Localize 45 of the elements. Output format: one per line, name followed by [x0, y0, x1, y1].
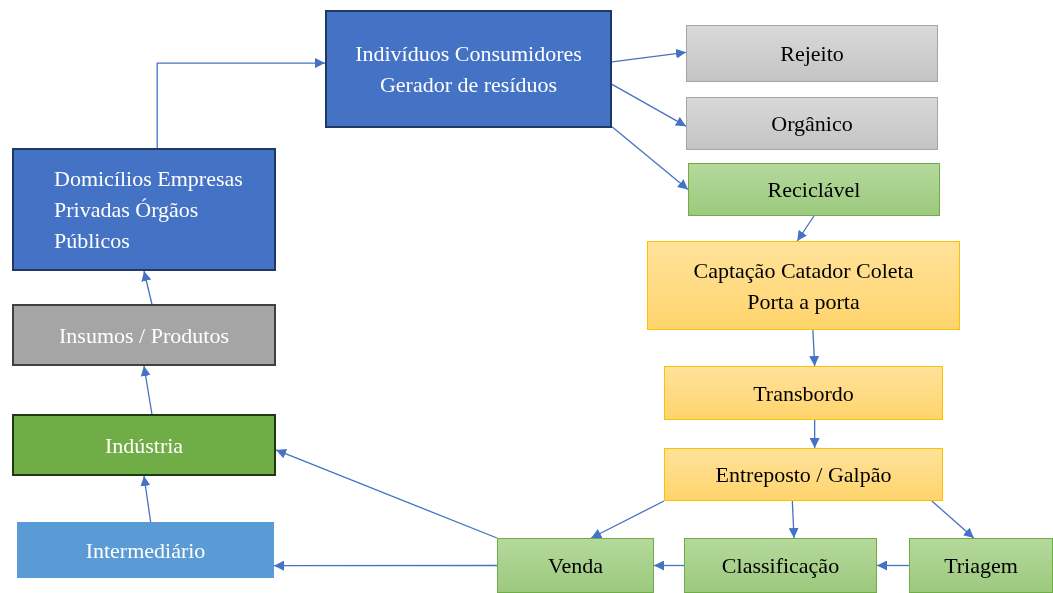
process-box: [664, 448, 943, 501]
arrow: [275, 449, 498, 539]
node-text: Venda: [548, 552, 603, 580]
node-text: Triagem: [944, 552, 1018, 580]
node-text: Captação Catador Coleta Porta a porta: [692, 256, 915, 316]
node-text: Intermediário: [85, 536, 206, 565]
node-text: Insumos / Produtos: [59, 321, 229, 350]
process-box: [686, 25, 938, 82]
node-text: Rejeito: [780, 40, 844, 68]
node-text: Reciclável: [767, 176, 861, 204]
arrow: [876, 560, 910, 571]
arrow: [653, 560, 685, 571]
arrow: [788, 500, 799, 539]
process-box: [12, 304, 276, 366]
node-text: Classificação: [721, 552, 840, 580]
process-box: [497, 538, 654, 593]
process-box: [684, 538, 877, 593]
process-box: [909, 538, 1053, 593]
process-box: [664, 366, 943, 420]
process-box: [12, 414, 276, 476]
arrow: [140, 365, 153, 415]
arrow: [809, 329, 820, 367]
arrow: [156, 58, 326, 149]
arrow: [590, 500, 665, 539]
process-box: [688, 163, 940, 216]
process-box: [647, 241, 960, 330]
process-box: [325, 10, 612, 128]
arrow: [611, 126, 689, 191]
node-text: Domicílios Empresas Privadas Órgãos Públicos: [54, 165, 244, 255]
arrow: [273, 560, 498, 571]
arrow: [796, 215, 815, 242]
node-text: Transbordo: [753, 379, 854, 408]
arrow: [611, 48, 687, 63]
process-box: [17, 522, 274, 578]
arrow: [611, 83, 687, 127]
node-text: Orgânico: [771, 110, 853, 138]
process-box: [12, 148, 276, 271]
node-text: Indústria: [104, 431, 184, 460]
arrow: [141, 270, 153, 305]
node-text: Entreposto / Galpão: [715, 461, 892, 489]
arrow: [931, 500, 975, 539]
node-text: Indivíduos Consumidores Gerador de resíduos: [354, 40, 583, 99]
arrow: [140, 475, 152, 523]
arrow: [809, 419, 820, 449]
process-box: [686, 97, 938, 150]
